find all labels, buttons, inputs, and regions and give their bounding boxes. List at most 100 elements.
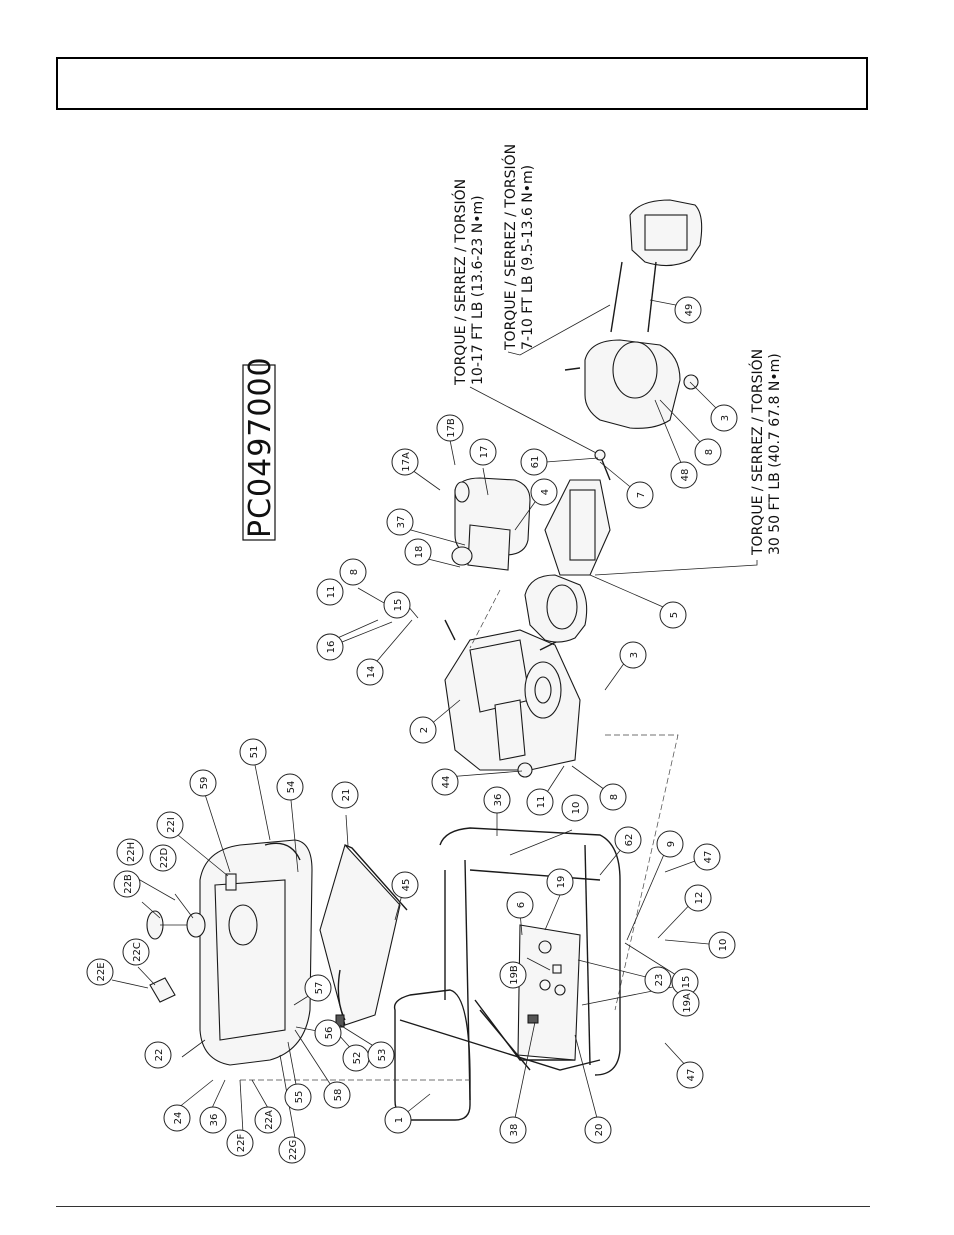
torque-note-3-line2: 30 50 FT LB (40.7 67.8 N•m) — [767, 353, 783, 555]
callout-52: 52 — [342, 1044, 370, 1072]
header-box — [56, 57, 868, 110]
callout-7: 7 — [626, 481, 654, 509]
svg-text:54: 54 — [286, 781, 297, 794]
torque-note-3: TORQUE / SERREZ / TORSIÓN 30 50 FT LB (4… — [748, 349, 783, 556]
callout-14: 14 — [356, 658, 384, 686]
callout-56: 56 — [314, 1019, 342, 1047]
callout-8-b: 8 — [599, 783, 627, 811]
svg-text:14: 14 — [366, 666, 377, 679]
svg-text:3: 3 — [720, 415, 731, 421]
svg-text:62: 62 — [624, 834, 635, 847]
svg-text:51: 51 — [249, 746, 260, 759]
svg-text:17A: 17A — [401, 452, 412, 472]
callout-59: 59 — [189, 769, 217, 797]
svg-text:19: 19 — [556, 876, 567, 889]
callout-24: 24 — [163, 1104, 191, 1132]
callout-36-b: 36 — [483, 786, 511, 814]
callout-22: 22 — [144, 1041, 172, 1069]
callout-10-b: 10 — [708, 931, 736, 959]
svg-text:22C: 22C — [132, 942, 143, 962]
svg-text:22G: 22G — [288, 1140, 299, 1160]
svg-text:22A: 22A — [264, 1110, 275, 1130]
svg-text:3: 3 — [629, 652, 640, 658]
callout-6: 6 — [506, 891, 534, 919]
callout-51: 51 — [239, 738, 267, 766]
callout-47-a: 47 — [676, 1061, 704, 1089]
svg-text:23: 23 — [654, 974, 665, 987]
svg-text:38: 38 — [509, 1124, 520, 1137]
svg-text:22E: 22E — [96, 962, 107, 981]
svg-text:10: 10 — [571, 802, 582, 815]
callout-9: 9 — [656, 830, 684, 858]
stator-housing — [564, 339, 699, 429]
callout-19b: 19B — [499, 961, 527, 989]
callout-49: 49 — [674, 296, 702, 324]
svg-text:22: 22 — [154, 1049, 165, 1062]
svg-text:47: 47 — [686, 1069, 697, 1082]
svg-text:52: 52 — [352, 1052, 363, 1065]
svg-text:19B: 19B — [509, 965, 520, 985]
fuel-cap-assembly — [146, 873, 237, 1003]
svg-text:53: 53 — [377, 1049, 388, 1062]
svg-text:48: 48 — [680, 469, 691, 482]
svg-text:15: 15 — [681, 976, 692, 989]
svg-text:17: 17 — [479, 446, 490, 459]
callout-58: 58 — [323, 1081, 351, 1109]
heat-shield — [319, 843, 408, 1026]
svg-text:10: 10 — [718, 939, 729, 952]
callout-47-b: 47 — [693, 843, 721, 871]
svg-text:22H: 22H — [126, 842, 137, 862]
callout-17b: 17B — [436, 414, 464, 442]
svg-text:44: 44 — [441, 776, 452, 789]
callout-11-a: 11 — [316, 578, 344, 606]
end-cover — [610, 199, 703, 333]
svg-text:11: 11 — [326, 586, 337, 599]
svg-text:58: 58 — [333, 1089, 344, 1102]
svg-text:22D: 22D — [159, 847, 170, 868]
svg-text:2: 2 — [419, 727, 430, 733]
callout-19a: 19A — [672, 989, 700, 1017]
svg-text:7: 7 — [636, 492, 647, 498]
callout-22h: 22H — [116, 838, 144, 866]
callout-1: 1 — [384, 1106, 412, 1134]
callout-36-a: 36 — [199, 1106, 227, 1134]
callout-22g: 22G — [278, 1136, 306, 1164]
model-number: PC0497000 — [243, 356, 278, 538]
callout-4: 4 — [530, 478, 558, 506]
callout-37: 37 — [386, 508, 414, 536]
svg-text:36: 36 — [493, 794, 504, 807]
svg-text:4: 4 — [540, 489, 551, 495]
footer-rule — [56, 1206, 870, 1207]
svg-text:19A: 19A — [682, 993, 693, 1013]
svg-text:59: 59 — [199, 777, 210, 790]
svg-text:21: 21 — [341, 789, 352, 802]
callout-54: 54 — [276, 773, 304, 801]
callout-16: 16 — [316, 633, 344, 661]
callout-55: 55 — [284, 1083, 312, 1111]
svg-text:9: 9 — [666, 841, 677, 847]
callout-bubbles: 1 2 3 3 4 5 6 7 8 8 8 9 10 10 11 11 12 1… — [86, 296, 738, 1164]
svg-text:17B: 17B — [446, 418, 457, 438]
svg-text:36: 36 — [209, 1114, 220, 1127]
svg-text:16: 16 — [326, 641, 337, 654]
svg-text:22F: 22F — [236, 1134, 247, 1153]
callout-22e: 22E — [86, 958, 114, 986]
callout-44: 44 — [431, 768, 459, 796]
callout-11-b: 11 — [526, 788, 554, 816]
torque-note-3-line1: TORQUE / SERREZ / TORSIÓN — [748, 349, 766, 556]
svg-text:55: 55 — [294, 1091, 305, 1104]
svg-text:56: 56 — [324, 1027, 335, 1040]
torque-note-2-line2: 7-10 FT LB (9.5-13.6 N•m) — [520, 165, 536, 350]
callout-3-a: 3 — [619, 641, 647, 669]
callout-20: 20 — [584, 1116, 612, 1144]
torque-note-2: TORQUE / SERREZ / TORSIÓN 7-10 FT LB (9.… — [501, 144, 536, 351]
svg-text:45: 45 — [401, 879, 412, 892]
callout-62: 62 — [614, 826, 642, 854]
svg-text:8: 8 — [609, 794, 620, 800]
svg-text:6: 6 — [516, 902, 527, 908]
svg-text:8: 8 — [349, 569, 360, 575]
svg-text:61: 61 — [530, 456, 541, 469]
svg-text:5: 5 — [669, 612, 680, 618]
svg-text:47: 47 — [703, 851, 714, 864]
